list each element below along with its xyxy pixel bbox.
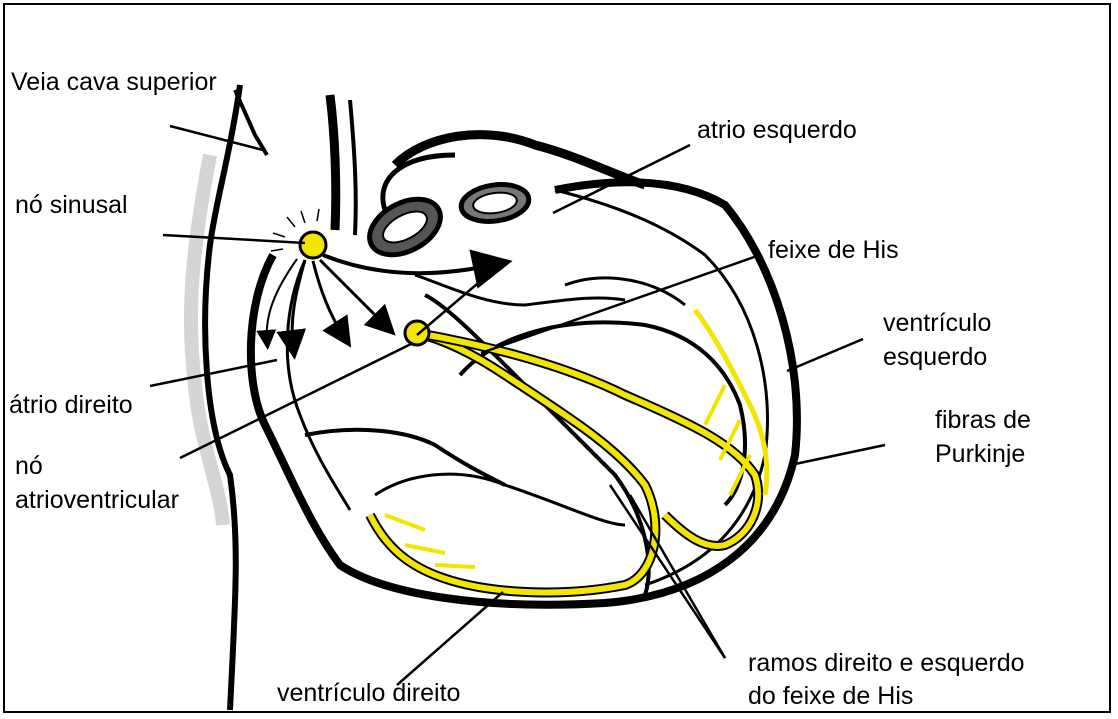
chambers: [305, 275, 745, 595]
label-atrio-esquerdo: atrio esquerdo: [697, 115, 857, 145]
label-veia-cava-superior: Veia cava superior: [11, 67, 217, 97]
label-fibras-purkinje-line2: Purkinje: [935, 439, 1025, 469]
label-ventriculo-direito: ventrículo direito: [277, 678, 460, 708]
label-ventriculo-esquerdo-line1: ventrículo: [883, 308, 991, 338]
label-ventriculo-esquerdo-line2: esquerdo: [883, 342, 987, 372]
diagram-frame: Veia cava superior nó sinusal átrio dire…: [3, 3, 1111, 713]
label-no-av-line2: atrioventricular: [15, 485, 179, 515]
sinoatrial-node: [271, 209, 326, 258]
label-no-sinusal: nó sinusal: [15, 190, 128, 220]
label-ramos-line2: do feixe de His: [748, 681, 913, 711]
label-ramos-line1: ramos direito e esquerdo: [748, 648, 1025, 678]
atrioventricular-node: [405, 321, 429, 345]
label-feixe-de-his: feixe de His: [768, 235, 899, 265]
label-no-av-line1: nó: [15, 451, 43, 481]
label-atrio-direito: átrio direito: [9, 390, 133, 420]
label-fibras-purkinje-line1: fibras de: [935, 405, 1031, 435]
